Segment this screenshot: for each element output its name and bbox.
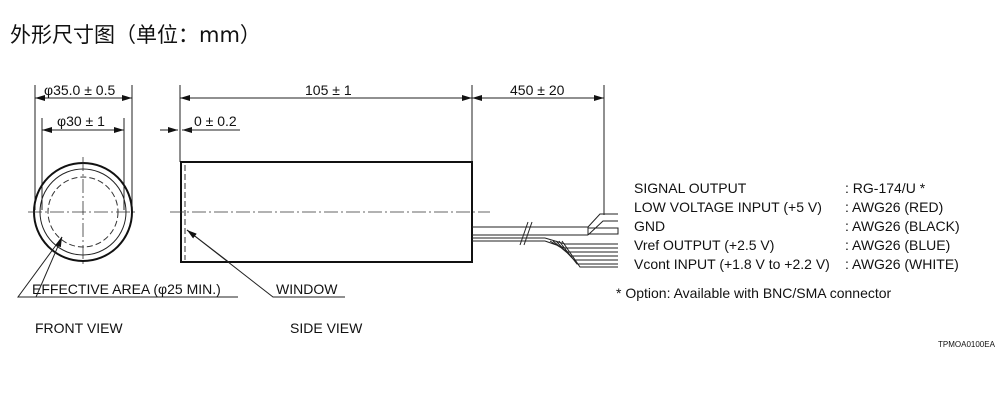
inner-diameter-dim: φ30 ± 1 [57, 113, 105, 129]
window-label: WINDOW [276, 281, 338, 297]
front-view-label: FRONT VIEW [35, 320, 123, 336]
cable-length-dim: 450 ± 20 [510, 82, 565, 98]
drawing-code: TPMOA0100EA [938, 340, 996, 349]
wire-spec: : AWG26 (BLUE) [845, 237, 950, 253]
page-title: 外形尺寸图（单位：mm） [10, 23, 261, 47]
wire-name: Vcont INPUT (+1.8 V to +2.2 V) [634, 256, 830, 272]
wire-name: GND [634, 218, 665, 234]
wire-spec: : AWG26 (RED) [845, 199, 943, 215]
wire-spec: : AWG26 (WHITE) [845, 256, 959, 272]
cable [472, 213, 619, 268]
outer-diameter-dim: φ35.0 ± 0.5 [44, 82, 115, 98]
wire-table: SIGNAL OUTPUT : RG-174/U * LOW VOLTAGE IN… [616, 180, 960, 301]
length-dim: 105 ± 1 [305, 82, 352, 98]
wire-name: Vref OUTPUT (+2.5 V) [634, 237, 774, 253]
wire-name: LOW VOLTAGE INPUT (+5 V) [634, 199, 822, 215]
option-note: * Option: Available with BNC/SMA connect… [616, 285, 892, 301]
side-view-label: SIDE VIEW [290, 320, 363, 336]
front-view: φ35.0 ± 0.5 φ30 ± 1 EFFECTIVE AREA (φ25 … [17, 82, 238, 336]
side-view: 105 ± 1 450 ± 20 0 ± 0.2 WINDOW SIDE VIE… [160, 82, 605, 336]
wire-spec: : RG-174/U * [845, 180, 926, 196]
wire-spec: : AWG26 (BLACK) [845, 218, 960, 234]
effective-area-label: EFFECTIVE AREA (φ25 MIN.) [32, 281, 221, 297]
wire-name: SIGNAL OUTPUT [634, 180, 747, 196]
window-offset-dim: 0 ± 0.2 [194, 113, 237, 129]
